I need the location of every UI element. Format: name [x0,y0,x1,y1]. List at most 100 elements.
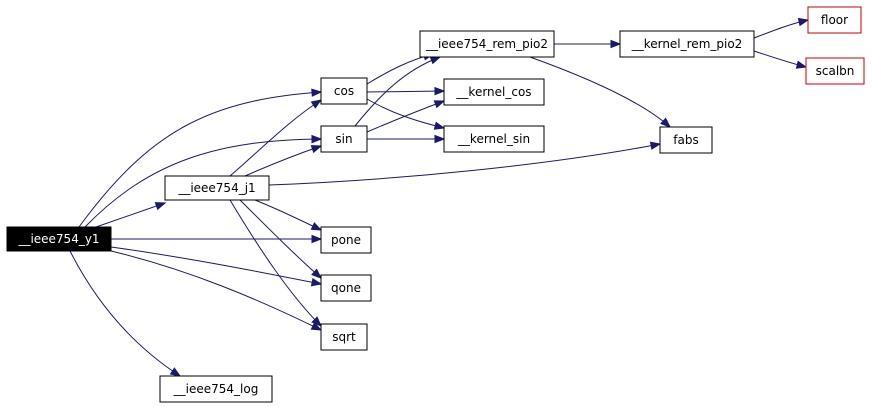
edge-arrowhead [433,121,446,130]
edge-line [366,98,445,129]
edge-krem-scalbn [753,50,808,69]
edge-j1-qone [239,199,323,279]
edge-arrowhead [310,278,323,287]
edge-arrowhead [610,39,622,49]
node-label: qone [331,281,361,295]
edge-arrowhead [169,367,182,377]
edge-line [229,199,322,327]
node-scalbn[interactable]: scalbn [805,57,865,85]
edge-arrowhead [310,99,323,109]
node-label: __kernel_sin [457,132,530,146]
edge-arrowhead [795,60,808,69]
node-box[interactable] [6,226,112,252]
node-log[interactable]: __ieee754_log [159,375,273,403]
edge-cos-kcos [366,86,446,96]
edge-arrowhead [434,134,446,144]
edge-arrowhead [311,268,323,279]
edge-j1-fabs [268,141,662,186]
node-label: __kernel_cos [455,85,531,99]
edge-arrowhead [434,86,446,96]
edge-j1-cos [229,99,323,177]
node-j1[interactable]: __ieee754_j1 [164,175,270,201]
edge-line [110,246,322,285]
edge-cos-ksin [366,98,446,130]
edge-j1-pone [254,199,323,231]
edge-line [244,145,322,177]
edge-arrowhead [649,141,662,150]
node-floor[interactable]: floor [807,6,862,34]
edge-y1-sin [84,134,323,228]
edge-y1-qone [110,246,323,287]
edge-line [268,143,661,186]
node-box[interactable] [443,78,545,106]
edge-line [529,56,671,128]
node-label: sqrt [332,330,356,344]
node-box[interactable] [659,126,713,154]
edge-line [354,56,441,127]
edge-sin-ksin [367,134,446,144]
edge-line [78,91,322,228]
edge-y1-pone [111,234,323,244]
node-kcos[interactable]: __kernel_cos [443,78,545,106]
node-box[interactable] [320,125,368,153]
edge-line [366,90,445,93]
edge-y1-sqrt [110,250,323,331]
edge-arrowhead [154,202,167,211]
node-label: fabs [673,133,698,147]
edge-arrowhead [311,316,322,327]
edge-arrowhead [433,100,446,109]
edge-line [229,99,322,177]
node-box[interactable] [320,323,368,351]
node-box[interactable] [443,125,545,153]
node-box[interactable] [805,57,865,85]
node-label: __ieee754_j1 [177,181,255,195]
edge-line [95,202,166,228]
node-label: sin [335,132,352,146]
edge-sin-kcos [366,100,446,133]
node-box[interactable] [320,274,372,302]
edge-rem-fabs [529,56,672,128]
function-nodes: __ieee754_y1 __ieee754_j1 __ieee754_log cos… [6,6,865,403]
edge-arrowhead [311,134,323,144]
edge-line [110,250,322,331]
edge-line [254,199,322,231]
node-qone[interactable]: qone [320,274,372,302]
node-rem[interactable]: __ieee754_rem_pio2 [419,30,555,58]
node-box[interactable] [164,175,270,201]
node-label: __ieee754_y1 [17,232,99,246]
node-box[interactable] [419,30,555,58]
node-box[interactable] [320,77,368,105]
node-label: __kernel_rem_pio2 [631,37,743,51]
edge-arrowhead [660,117,672,128]
edge-line [239,199,322,279]
node-label: scalbn [816,64,855,78]
edge-y1-j1 [95,202,167,228]
edge-line [84,138,322,228]
node-sqrt[interactable]: sqrt [320,323,368,351]
node-box[interactable] [320,226,372,254]
node-box[interactable] [807,6,862,34]
edge-arrowhead [310,222,323,231]
edge-sin-rem [354,56,442,127]
node-y1[interactable]: __ieee754_y1 [6,226,112,252]
node-pone[interactable]: pone [320,226,372,254]
node-krem[interactable]: __kernel_rem_pio2 [619,30,755,58]
node-ksin[interactable]: __kernel_sin [443,125,545,153]
node-fabs[interactable]: fabs [659,126,713,154]
node-label: __ieee754_log [173,382,259,396]
node-sin[interactable]: sin [320,125,368,153]
node-cos[interactable]: cos [320,77,368,105]
edge-arrowhead [797,17,810,27]
edge-line [69,250,181,377]
edge-arrowhead [310,322,323,331]
edge-rem-krem [554,39,622,49]
edge-j1-sqrt [229,199,322,327]
edge-krem-floor [753,17,810,39]
edge-y1-cos [78,88,323,228]
node-box[interactable] [159,375,273,403]
call-edges [69,17,810,377]
edge-arrowhead [310,145,323,154]
node-label: pone [331,233,361,247]
node-box[interactable] [619,30,755,58]
